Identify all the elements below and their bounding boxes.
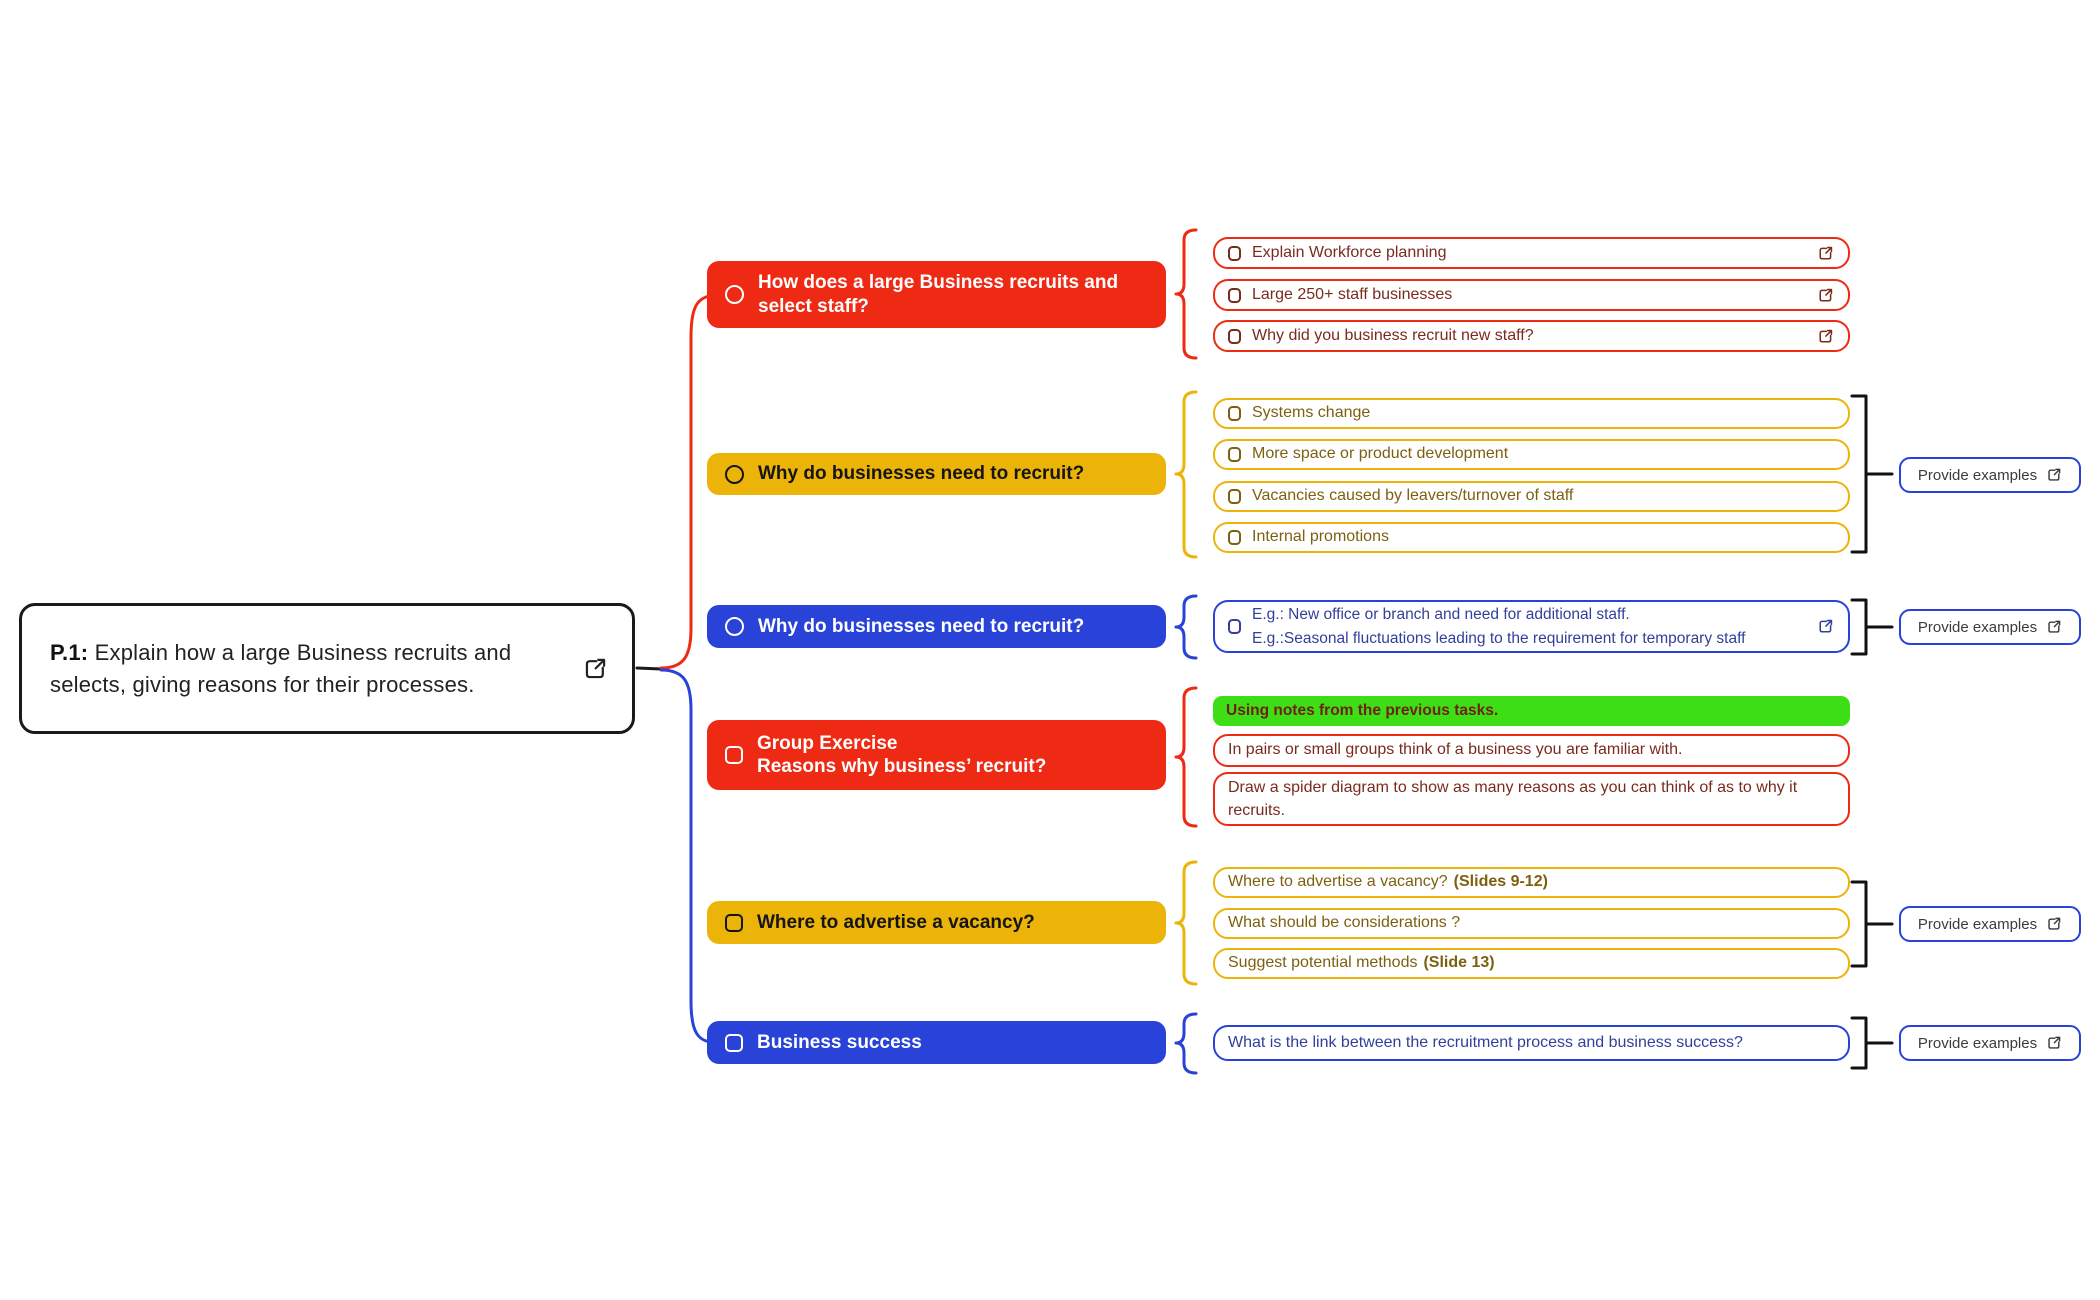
child-label: Where to advertise a vacancy? (Slides 9-1…: [1228, 872, 1834, 893]
root-topic[interactable]: P.1: Explain how a large Business recrui…: [19, 603, 635, 734]
child-label: Suggest potential methods (Slide 13): [1228, 953, 1834, 974]
checkbox-icon[interactable]: [1228, 245, 1241, 261]
external-link-icon[interactable]: [1817, 618, 1834, 635]
provide-examples-button[interactable]: Provide examples: [1899, 609, 2081, 645]
root-topic-text: Explain how a large Business recruits an…: [50, 640, 512, 697]
child-suggest-methods[interactable]: Suggest potential methods (Slide 13): [1213, 948, 1850, 979]
provide-examples-label: Provide examples: [1917, 915, 2038, 933]
child-label: Systems change: [1252, 404, 1371, 422]
root-topic-prefix: P.1:: [50, 640, 89, 666]
brace-branch-5: [1174, 860, 1198, 986]
child-label: Vacancies caused by leavers/turnover of …: [1252, 487, 1574, 505]
external-link-icon[interactable]: [582, 656, 608, 682]
child-label-text: Suggest potential methods: [1228, 954, 1418, 972]
branch-why-businesses-recruit-1[interactable]: Why do businesses need to recruit?: [707, 453, 1166, 495]
child-systems-change[interactable]: Systems change: [1213, 398, 1850, 429]
circle-icon[interactable]: [725, 617, 744, 636]
child-label: E.g.: New office or branch and need for …: [1252, 603, 1806, 650]
child-label: Draw a spider diagram to show as many re…: [1228, 778, 1798, 819]
circle-icon[interactable]: [725, 285, 744, 304]
child-eg-new-office[interactable]: E.g.: New office or branch and need for …: [1213, 600, 1850, 653]
bracket-group-2: [1850, 394, 1894, 554]
child-label-text: Where to advertise a vacancy?: [1228, 873, 1448, 891]
external-link-icon: [2048, 468, 2061, 481]
external-link-icon[interactable]: [1817, 328, 1834, 345]
child-label-text: What should be considerations ?: [1228, 914, 1461, 932]
child-what-considerations[interactable]: What should be considerations ?: [1213, 908, 1850, 939]
highlight-label: Using notes from the previous tasks.: [1226, 702, 1499, 719]
child-link-recruitment-success[interactable]: What is the link between the recruitment…: [1213, 1025, 1850, 1061]
external-link-icon[interactable]: [1817, 287, 1834, 304]
bracket-group-6: [1850, 1016, 1894, 1070]
brace-branch-4: [1174, 686, 1198, 828]
brace-branch-3: [1174, 594, 1198, 660]
circle-icon[interactable]: [725, 464, 744, 484]
child-label: Explain Workforce planning: [1252, 243, 1447, 261]
checkbox-icon[interactable]: [1228, 406, 1241, 421]
root-connector-stub: [635, 666, 663, 671]
provide-examples-label: Provide examples: [1917, 1034, 2038, 1052]
child-where-advertise-slides[interactable]: Where to advertise a vacancy? (Slides 9-1…: [1213, 867, 1850, 898]
checkbox-icon[interactable]: [1228, 328, 1241, 344]
branch-title: Why do businesses need to recruit?: [758, 615, 1085, 637]
external-link-icon: [2048, 917, 2061, 930]
child-label: What should be considerations ?: [1228, 913, 1834, 934]
checkbox-icon[interactable]: [1228, 619, 1241, 634]
child-label: Large 250+ staff businesses: [1252, 285, 1453, 303]
checkbox-icon[interactable]: [725, 913, 743, 932]
external-link-icon: [2048, 620, 2061, 633]
child-label: Internal promotions: [1252, 528, 1389, 546]
root-topic-label: P.1: Explain how a large Business recrui…: [50, 637, 566, 699]
branch-how-large-business-recruits[interactable]: How does a large Business recruits and s…: [707, 261, 1166, 328]
child-explain-workforce-planning[interactable]: Explain Workforce planning: [1213, 237, 1850, 269]
branch-title: Where to advertise a vacancy?: [757, 911, 1035, 933]
child-more-space-product[interactable]: More space or product development: [1213, 439, 1850, 470]
child-in-pairs-groups[interactable]: In pairs or small groups think of a busi…: [1213, 734, 1850, 767]
branch-title: Group Exercise Reasons why business’ rec…: [757, 732, 1046, 778]
checkbox-icon[interactable]: [725, 1033, 743, 1052]
provide-examples-label: Provide examples: [1917, 466, 2038, 484]
checkbox-icon[interactable]: [1228, 489, 1241, 504]
branch-title: Business success: [757, 1031, 922, 1053]
external-link-icon: [2048, 1036, 2061, 1049]
child-internal-promotions[interactable]: Internal promotions: [1213, 522, 1850, 553]
branch-where-to-advertise[interactable]: Where to advertise a vacancy?: [707, 901, 1166, 944]
slide-reference: (Slides 9-12): [1453, 873, 1548, 891]
branch-title-line1: Group Exercise: [757, 732, 898, 754]
external-link-icon[interactable]: [1817, 245, 1834, 262]
child-label: In pairs or small groups think of a busi…: [1228, 741, 1683, 759]
checkbox-icon[interactable]: [1228, 447, 1241, 462]
child-highlight-using-notes[interactable]: Using notes from the previous tasks.: [1213, 696, 1850, 726]
brace-branch-1: [1174, 228, 1198, 360]
child-vacancies-leavers[interactable]: Vacancies caused by leavers/turnover of …: [1213, 481, 1850, 512]
child-label: Why did you business recruit new staff?: [1252, 326, 1534, 344]
child-label: What is the link between the recruitment…: [1228, 1033, 1743, 1051]
brace-branch-6: [1174, 1012, 1198, 1075]
child-label: More space or product development: [1252, 445, 1509, 463]
provide-examples-button[interactable]: Provide examples: [1899, 457, 2081, 493]
child-label-line2: E.g.:Seasonal fluctuations leading to th…: [1252, 629, 1746, 647]
provide-examples-button[interactable]: Provide examples: [1899, 906, 2081, 942]
checkbox-icon[interactable]: [1228, 530, 1241, 545]
branch-group-exercise[interactable]: Group Exercise Reasons why business’ rec…: [707, 720, 1166, 790]
checkbox-icon[interactable]: [1228, 287, 1241, 303]
bracket-group-3: [1850, 598, 1894, 656]
branch-why-businesses-recruit-2[interactable]: Why do businesses need to recruit?: [707, 605, 1166, 648]
provide-examples-label: Provide examples: [1917, 618, 2038, 636]
provide-examples-button[interactable]: Provide examples: [1899, 1025, 2081, 1061]
slide-reference: (Slide 13): [1423, 954, 1495, 972]
checkbox-icon[interactable]: [725, 746, 743, 764]
bracket-group-5: [1850, 880, 1894, 968]
branch-title: How does a large Business recruits and s…: [758, 272, 1119, 317]
branch-business-success[interactable]: Business success: [707, 1021, 1166, 1064]
child-label-line1: E.g.: New office or branch and need for …: [1252, 606, 1630, 624]
child-why-recruit-new-staff[interactable]: Why did you business recruit new staff?: [1213, 320, 1850, 352]
branch-title-line2: Reasons why business’ recruit?: [757, 756, 1047, 777]
child-large-250-staff[interactable]: Large 250+ staff businesses: [1213, 279, 1850, 311]
branch-title: Why do businesses need to recruit?: [758, 463, 1085, 485]
child-draw-spider-diagram[interactable]: Draw a spider diagram to show as many re…: [1213, 772, 1850, 826]
brace-branch-2: [1174, 390, 1198, 559]
